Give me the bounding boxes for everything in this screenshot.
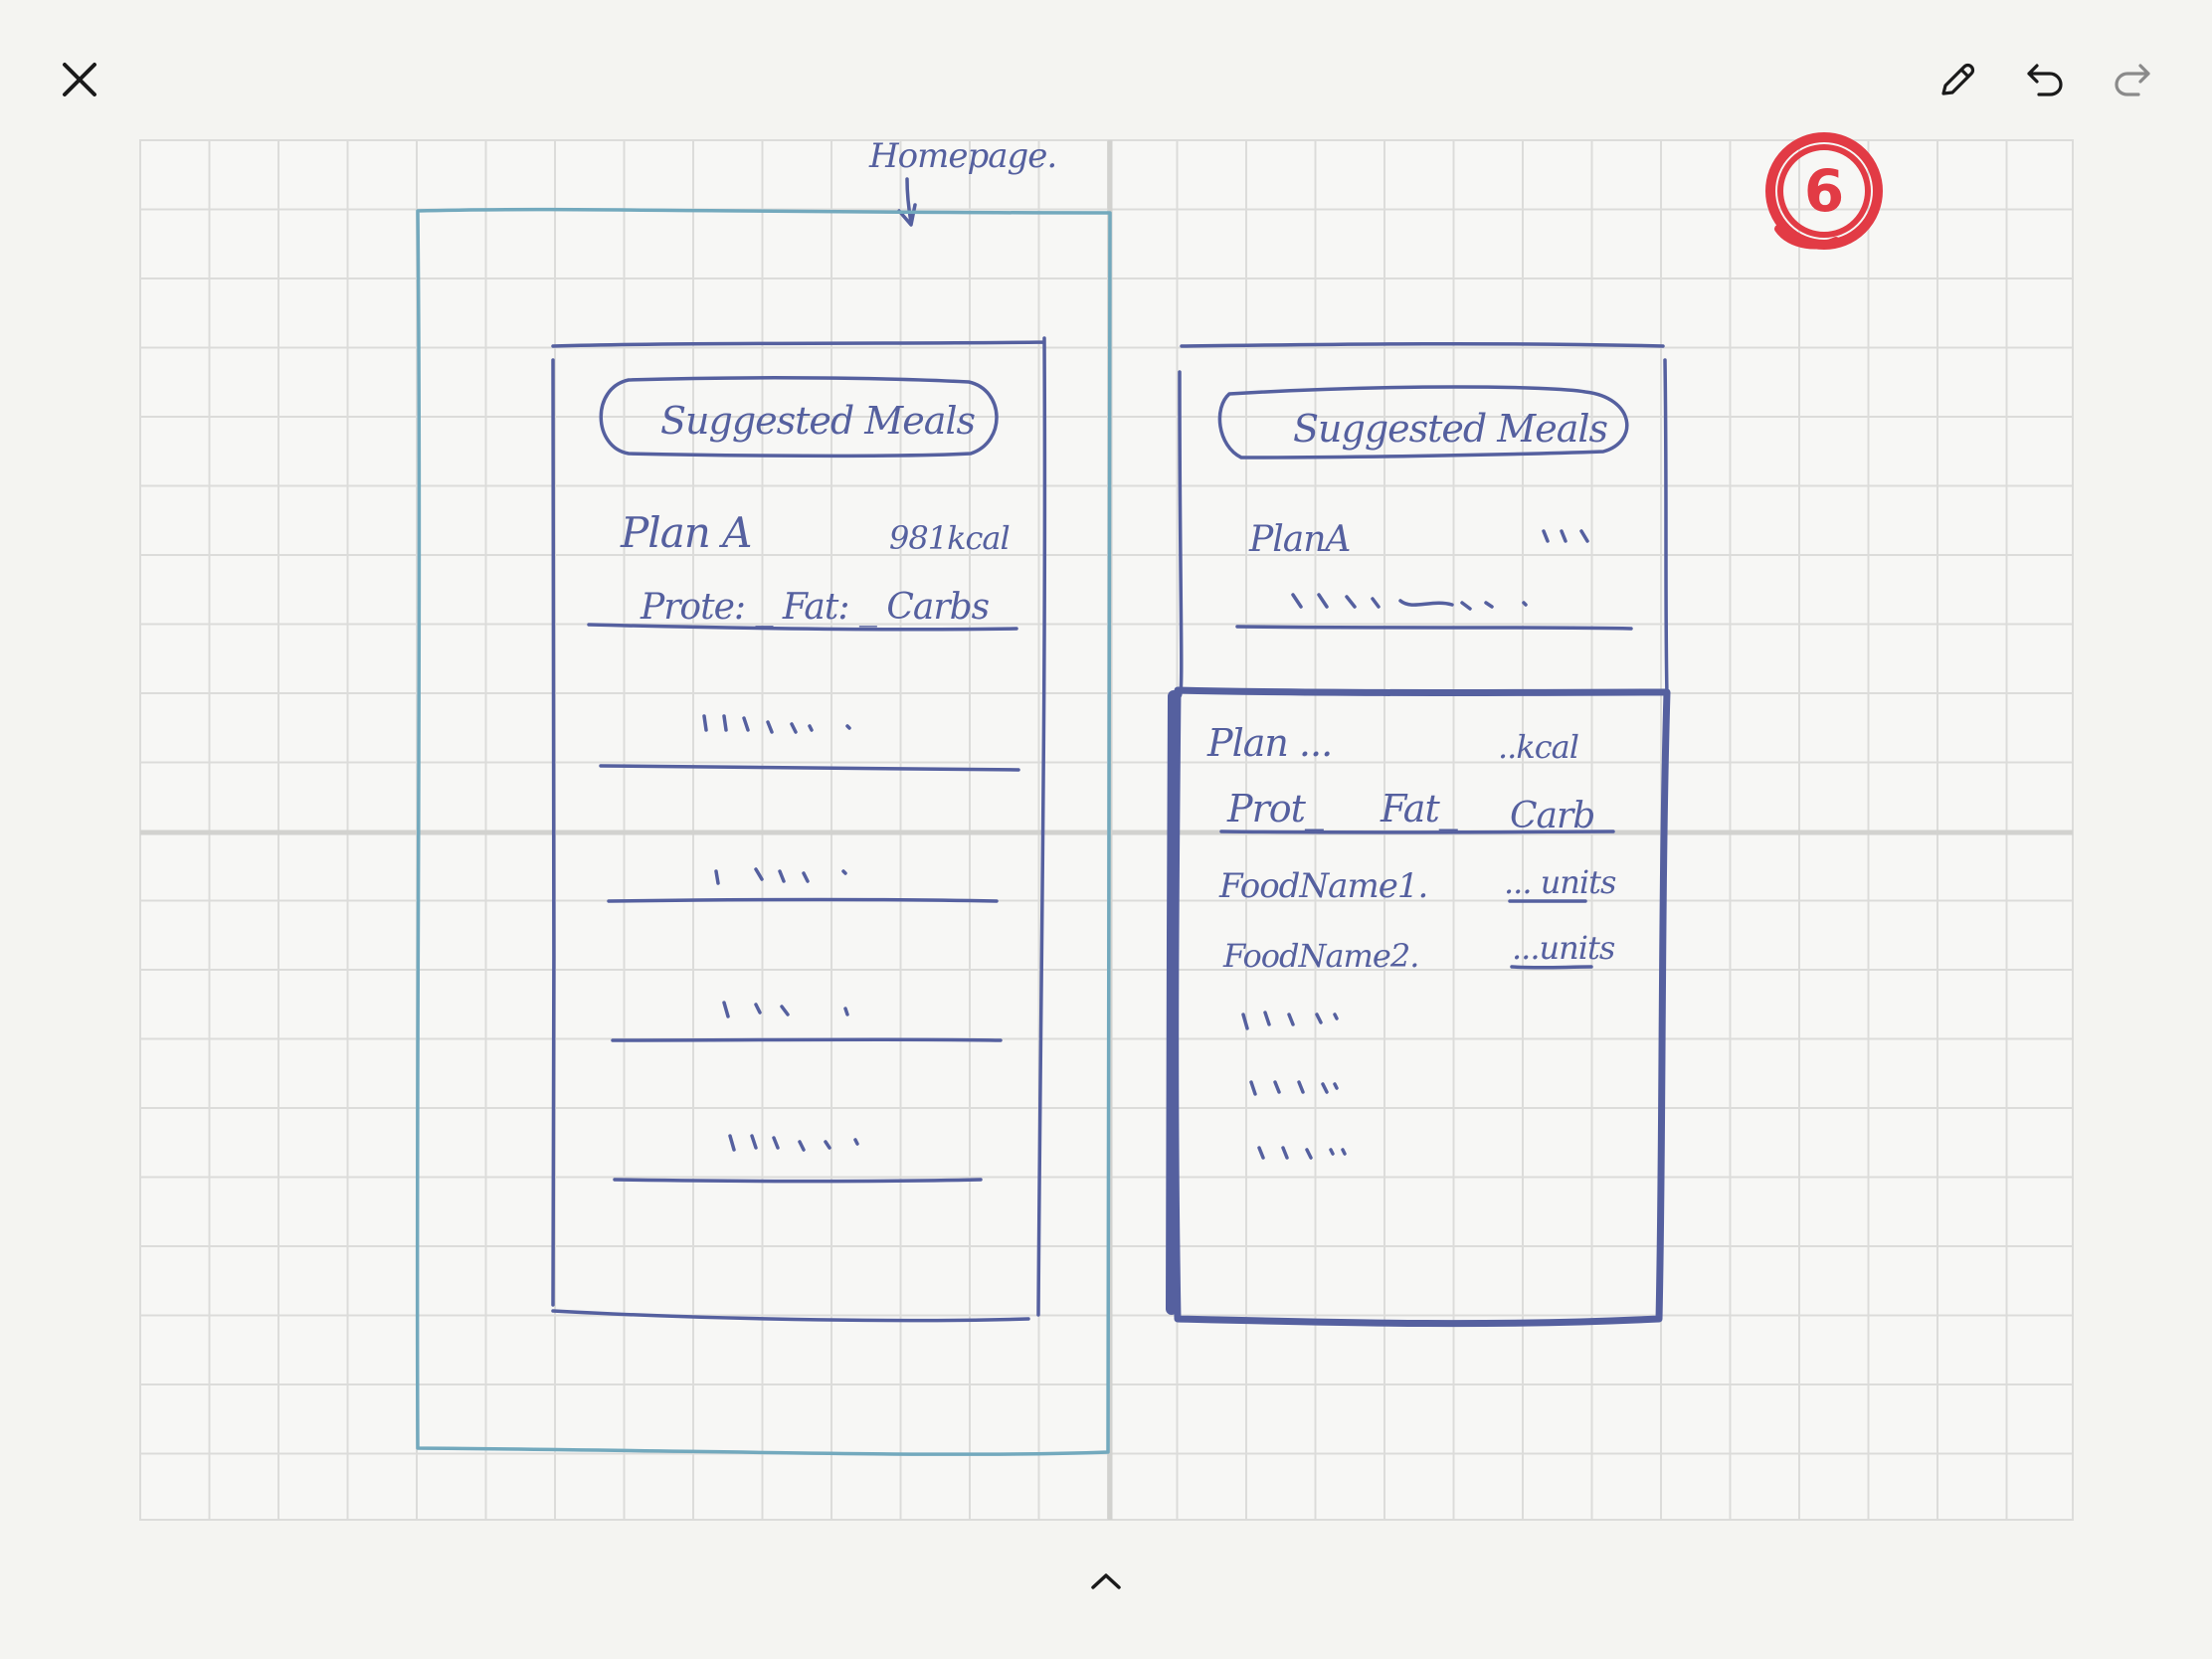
page-number: 6	[1804, 157, 1844, 225]
undo-button[interactable]	[2013, 48, 2077, 111]
grid-paper	[139, 139, 2074, 1521]
screen-b-food1-name: FoodName1.	[1218, 866, 1427, 906]
undo-icon	[2027, 64, 2063, 96]
homepage-label: Homepage.	[868, 136, 1056, 176]
screen-b-header: Suggested Meals	[1293, 407, 1608, 451]
screen-a-header: Suggested Meals	[660, 399, 976, 443]
screen-b-food1-units: ... units	[1504, 863, 1616, 901]
screen-b-plan-name: PlanA	[1248, 519, 1350, 560]
expand-button[interactable]	[1074, 1550, 1138, 1613]
screen-b-detail-kcal: ..kcal	[1498, 728, 1578, 766]
wireframe-screen-b: Suggested Meals PlanA Plan ... ..kcal Pr…	[1166, 341, 1671, 1328]
wireframe-screen-a: Suggested Meals Plan A 981kcal Prote: _ …	[551, 336, 1047, 1323]
pen-button[interactable]	[1926, 48, 1989, 111]
screen-b-macro-prot: Prot_	[1226, 787, 1324, 831]
screen-b-macro-fat: Fat_	[1380, 787, 1458, 831]
screen-b-detail-plan: Plan ...	[1206, 721, 1332, 765]
homepage-annotation: Homepage.	[868, 136, 1057, 227]
screen-a-macros: Prote: _ Fat: _ Carbs	[640, 587, 990, 628]
chevron-up-icon	[1091, 1573, 1121, 1589]
page-number-badge: 6	[1765, 132, 1883, 250]
screen-b-macro-carb: Carb	[1510, 796, 1594, 836]
screen-b-food2-units: ...units	[1512, 929, 1615, 967]
redo-icon	[2115, 64, 2150, 96]
close-icon	[63, 63, 96, 96]
screen-b-food2-name: FoodName2.	[1222, 937, 1418, 975]
screen-a-plan-name: Plan A	[620, 508, 751, 557]
redo-button[interactable]	[2101, 48, 2164, 111]
pen-icon	[1941, 63, 1975, 95]
device-frame	[415, 207, 1113, 1456]
screen-a-plan-kcal: 981kcal	[889, 519, 1010, 557]
close-button[interactable]	[48, 48, 111, 111]
